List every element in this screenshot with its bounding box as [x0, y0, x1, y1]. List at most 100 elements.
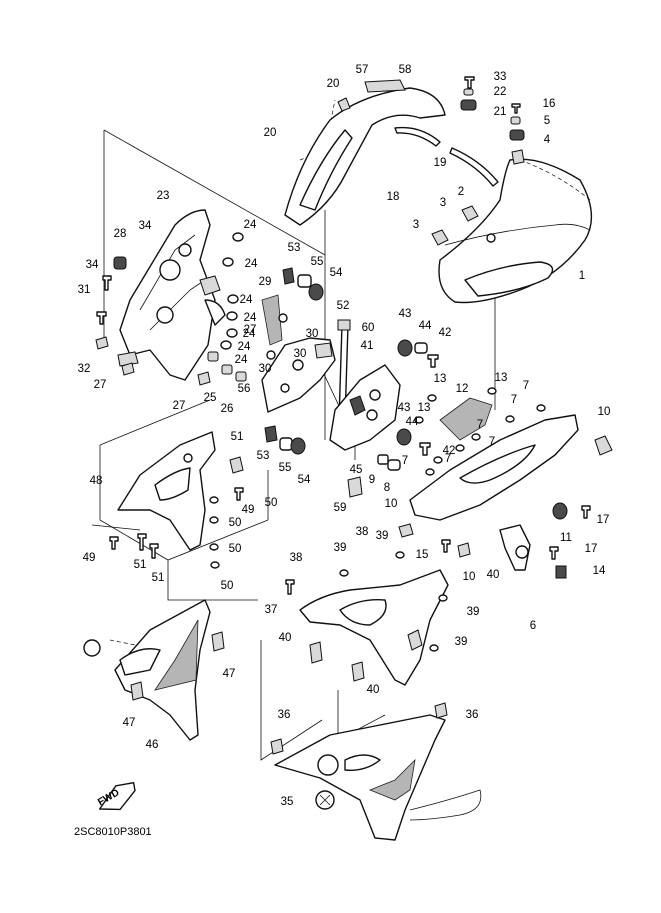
callout-50: 50 — [265, 497, 278, 509]
callout-39: 39 — [334, 542, 347, 554]
part-12-grille — [414, 387, 497, 441]
part-56-inner-panel — [261, 337, 336, 413]
callout-24: 24 — [235, 354, 248, 366]
callout-42: 42 — [443, 445, 456, 457]
callout-20: 20 — [327, 78, 340, 90]
callout-14: 14 — [593, 565, 606, 577]
callout-60: 60 — [362, 322, 375, 334]
callout-48: 48 — [90, 475, 103, 487]
callout-30: 30 — [259, 363, 272, 375]
callout-36: 36 — [466, 709, 479, 721]
callout-15: 15 — [416, 549, 429, 561]
callout-39: 39 — [455, 636, 468, 648]
part-2-trim — [449, 147, 499, 187]
callout-38: 38 — [356, 526, 369, 538]
fasteners-top-right — [460, 76, 525, 141]
callout-23: 23 — [157, 190, 170, 202]
callout-13: 13 — [495, 372, 508, 384]
callout-19: 19 — [434, 157, 447, 169]
callout-27: 27 — [173, 400, 186, 412]
fasteners-left — [95, 256, 247, 386]
callout-29: 29 — [259, 276, 272, 288]
callout-7: 7 — [477, 419, 483, 431]
callout-5: 5 — [544, 115, 550, 127]
part-41-bracket — [329, 364, 401, 498]
part-18-upper-panel — [284, 79, 446, 226]
callout-34: 34 — [139, 220, 152, 232]
callout-38: 38 — [290, 552, 303, 564]
callout-45: 45 — [350, 464, 363, 476]
callout-42: 42 — [439, 327, 452, 339]
callout-27: 27 — [94, 379, 107, 391]
callout-17: 17 — [597, 514, 610, 526]
callout-54: 54 — [298, 474, 311, 486]
callout-31: 31 — [78, 284, 91, 296]
callout-34: 34 — [86, 259, 99, 271]
callout-57: 57 — [356, 64, 369, 76]
callout-30: 30 — [294, 348, 307, 360]
callout-6: 6 — [530, 620, 536, 632]
callout-33: 33 — [494, 71, 507, 83]
washers-24 — [220, 232, 244, 350]
callout-46: 46 — [146, 739, 159, 751]
callout-24: 24 — [238, 341, 251, 353]
callout-43: 43 — [398, 402, 411, 414]
callout-32: 32 — [78, 363, 91, 375]
callout-43: 43 — [399, 308, 412, 320]
callout-25: 25 — [204, 392, 217, 404]
callout-26: 26 — [221, 403, 234, 415]
callout-39: 39 — [376, 530, 389, 542]
callout-20: 20 — [264, 127, 277, 139]
callout-16: 16 — [543, 98, 556, 110]
callout-11: 11 — [560, 532, 572, 544]
callout-30: 30 — [306, 328, 319, 340]
callout-3: 3 — [413, 219, 419, 231]
callout-51: 51 — [231, 431, 244, 443]
callout-50: 50 — [221, 580, 234, 592]
callout-49: 49 — [242, 504, 255, 516]
callout-40: 40 — [367, 684, 380, 696]
callout-51: 51 — [152, 572, 165, 584]
callout-3: 3 — [440, 197, 446, 209]
callout-40: 40 — [487, 569, 500, 581]
callout-52: 52 — [337, 300, 350, 312]
callout-9: 9 — [369, 474, 375, 486]
callout-2: 2 — [458, 186, 464, 198]
callout-13: 13 — [434, 373, 447, 385]
callout-24: 24 — [244, 312, 257, 324]
part-46-lower-side-cover — [83, 599, 225, 741]
callout-49: 49 — [83, 552, 96, 564]
callout-13: 13 — [418, 402, 431, 414]
callout-56: 56 — [238, 383, 251, 395]
part-6-side-panel — [395, 404, 613, 579]
callout-10: 10 — [463, 571, 476, 583]
part-35-bottom-cover — [270, 702, 482, 841]
callout-35: 35 — [281, 796, 294, 808]
callout-24: 24 — [245, 258, 258, 270]
callout-50: 50 — [229, 543, 242, 555]
callout-41: 41 — [361, 340, 374, 352]
callout-17: 17 — [585, 543, 598, 555]
callout-53: 53 — [288, 242, 301, 254]
callout-58: 58 — [399, 64, 412, 76]
callout-55: 55 — [311, 256, 324, 268]
callout-7: 7 — [523, 380, 529, 392]
callout-36: 36 — [278, 709, 291, 721]
callout-47: 47 — [223, 668, 236, 680]
callout-37: 37 — [265, 604, 278, 616]
part-48-inner-cover — [109, 431, 244, 569]
callout-28: 28 — [114, 228, 127, 240]
callout-7: 7 — [445, 453, 451, 465]
callout-27: 27 — [244, 324, 257, 336]
part-29-duct — [261, 267, 324, 360]
callout-44: 44 — [406, 416, 419, 428]
callout-24: 24 — [240, 294, 253, 306]
callout-50: 50 — [229, 517, 242, 529]
fwd-arrow: FWD — [96, 782, 136, 811]
fasteners-43-44-42 — [377, 339, 439, 471]
callout-22: 22 — [494, 86, 507, 98]
callout-8: 8 — [384, 482, 390, 494]
callout-55: 55 — [279, 462, 292, 474]
part-1-front-cowl — [438, 149, 593, 304]
